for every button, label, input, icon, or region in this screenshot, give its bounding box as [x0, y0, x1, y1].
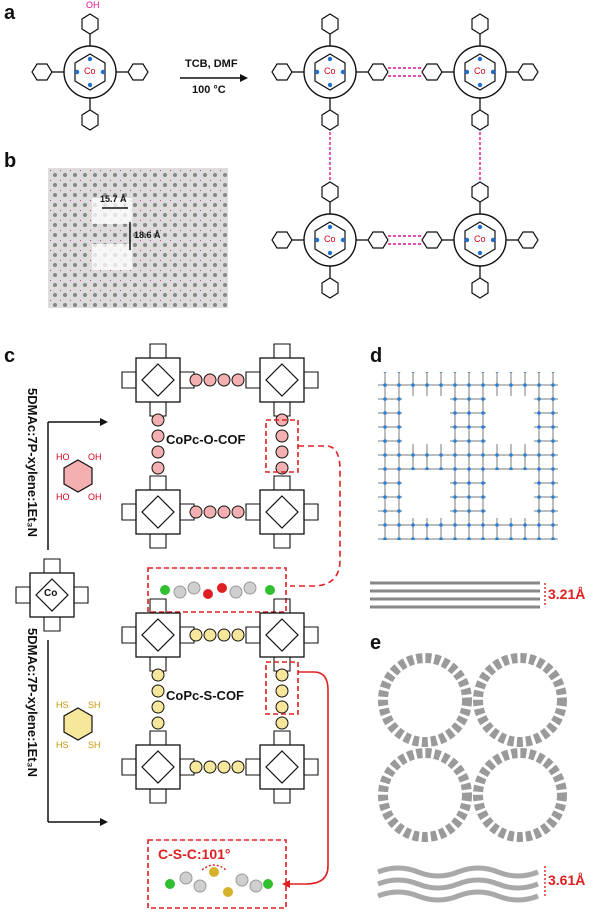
panel-e-lattice	[378, 653, 567, 842]
panel-label-e: e	[370, 632, 382, 654]
dimer-top	[271, 13, 539, 131]
panel-label-a: a	[4, 2, 16, 24]
acid-group-label: OH	[86, 0, 100, 10]
center-metal-label: Co	[44, 588, 58, 599]
distance-label-2: 18.6 Å	[134, 230, 161, 240]
cof-s-label: CoPc-S-COF	[166, 688, 244, 703]
panel-e-stack	[377, 865, 546, 903]
panel-label-b: b	[4, 150, 17, 172]
linker-s-group-2: SH	[88, 700, 101, 710]
panel-d-stack	[370, 581, 546, 609]
linker-o	[63, 459, 93, 493]
linker-o-group-4: OH	[88, 492, 102, 502]
reaction-temperature: 100 °C	[192, 84, 226, 96]
reaction-reagents: TCB, DMF	[185, 58, 238, 70]
distance-label-1: 15.7 Å	[100, 194, 127, 204]
cobalt-label-monomer: Co	[84, 66, 96, 76]
linker-o-group-2: OH	[88, 452, 102, 462]
spacing-label-d: 3.21Å	[548, 586, 586, 602]
linker-o-group-1: HO	[56, 452, 70, 462]
linker-s	[63, 707, 93, 741]
linker-s-group-4: SH	[88, 740, 101, 750]
copc-s-cof-frame	[121, 598, 329, 909]
cobalt-label-dimer-2: Co	[474, 66, 486, 76]
linker-s-group-3: HS	[56, 740, 69, 750]
panel-label-c: c	[4, 345, 16, 367]
linker-o-group-3: HO	[56, 492, 70, 502]
cof-o-label: CoPc-O-COF	[166, 432, 246, 447]
angle-label: C-S-C:101°	[158, 846, 231, 862]
cobalt-label-dimer-1: Co	[324, 66, 336, 76]
spacing-label-e: 3.61Å	[548, 872, 586, 888]
condition-top: 5DMAc:7P-xylene:1Et₃N	[25, 388, 40, 538]
condition-bottom: 5DMAc:7P-xylene:1Et₃N	[25, 628, 40, 778]
cobalt-label-dimer-4: Co	[474, 234, 486, 244]
panel-b-lattice	[48, 168, 228, 308]
linker-s-group-1: HS	[56, 700, 69, 710]
panel-label-d: d	[370, 345, 383, 367]
copc-o-cof-frame	[121, 343, 341, 613]
dimer-bottom	[271, 132, 539, 299]
cobalt-label-dimer-3: Co	[324, 234, 336, 244]
reaction-arrowhead	[240, 74, 248, 82]
